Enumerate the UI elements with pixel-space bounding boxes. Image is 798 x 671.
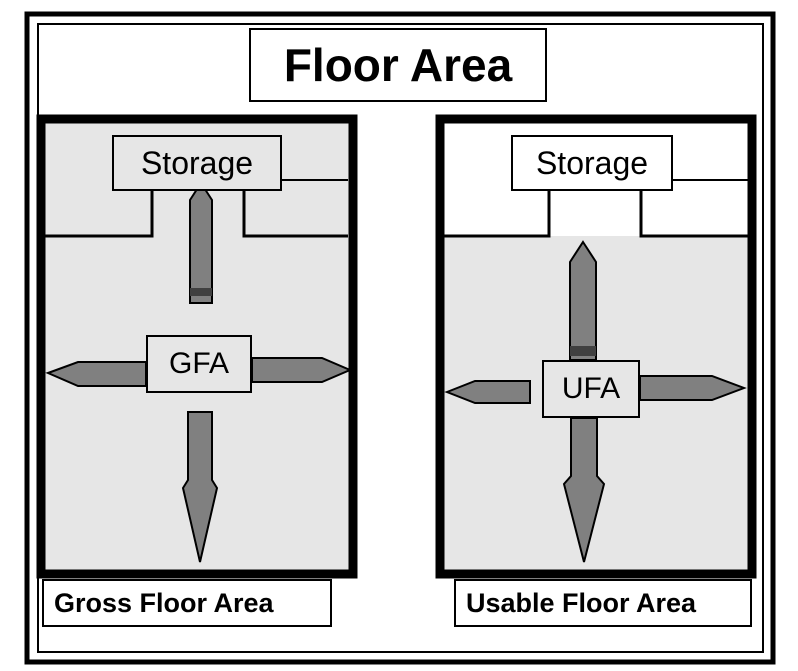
arrow-up (189, 181, 213, 304)
storage-wall-right (639, 190, 748, 238)
storage-wall-left (45, 190, 154, 238)
gross-floor-area-caption: Gross Floor Area (42, 579, 332, 627)
diagram-title: Floor Area (249, 28, 547, 102)
usable-floor-area-panel (435, 114, 757, 579)
storage-wall-left (444, 190, 551, 238)
usable-floor-area-caption: Usable Floor Area (454, 579, 752, 627)
ufa-label: UFA (542, 360, 640, 418)
gfa-label: GFA (146, 335, 252, 393)
arrow-up (569, 240, 597, 361)
arrow-right (251, 357, 353, 383)
storage-label-gross: Storage (112, 135, 282, 191)
arrow-down (181, 411, 219, 563)
arrow-right (639, 375, 747, 401)
arrow-down (562, 417, 606, 563)
storage-label-usable: Storage (511, 135, 673, 191)
gross-floor-area-panel (36, 114, 358, 579)
storage-wall-right (242, 190, 348, 238)
arrow-left (444, 380, 531, 404)
